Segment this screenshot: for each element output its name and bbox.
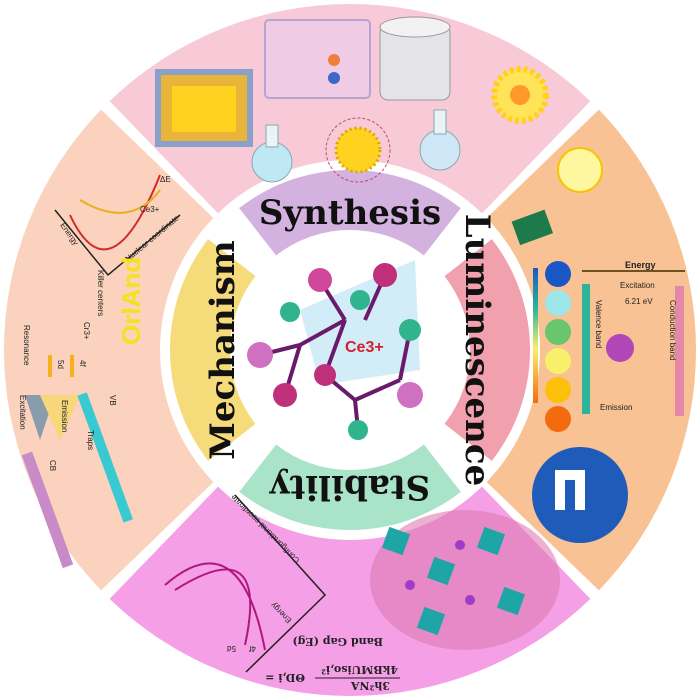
microwave-icon [264, 19, 371, 99]
ce-ion-icon [606, 334, 634, 362]
section-label-luminescence: Luminescence [457, 214, 497, 486]
resonance-label: Resonance [22, 325, 31, 366]
lum-energy-label: Energy [625, 260, 656, 270]
plant-pot-icon [511, 209, 554, 246]
debye-formula-numerator: 3h²NA [350, 679, 390, 692]
section-label-stability: Stability [269, 467, 431, 507]
cb-label: CB [48, 460, 57, 471]
conduction-band-label: Conduction band [668, 300, 677, 361]
synthesis-illustrations [155, 16, 549, 183]
valence-band [582, 284, 590, 414]
mech-ce-label: Ce3+ [140, 205, 160, 214]
mech-4f-label: 4f [78, 360, 87, 367]
ring-segment-stability [239, 444, 461, 530]
panel-top [109, 3, 591, 214]
section-label-mechanism: Mechanism [203, 240, 243, 459]
furnace-chamber [172, 86, 236, 132]
color-scale [533, 268, 538, 403]
conduction-band [675, 286, 684, 416]
debye-formula-denominator: 4kBMUiso,i² [321, 663, 398, 676]
flask-icon [251, 141, 293, 183]
cb-band [21, 451, 74, 569]
ring-segment-luminescence [444, 239, 531, 461]
luminescence-illustrations: Energy Valence band Conduction band Exci… [511, 147, 685, 543]
lum-excitation-label: Excitation [620, 281, 655, 290]
vb-label: VB [108, 395, 117, 406]
ring-segment-synthesis [239, 169, 461, 256]
panel-left [3, 109, 214, 591]
killer-centers-label: Killer centers [96, 270, 105, 316]
orland-label: OrlAnd [116, 257, 146, 345]
cfl-lamp-icon [555, 470, 585, 510]
mech-5d-label: 5d [56, 360, 65, 369]
cr-label: Cr3+ [82, 322, 91, 340]
mech-excitation-label: Excitation [18, 395, 27, 430]
mech-emission-label: Emission [60, 400, 69, 432]
ce-ion-label: Ce3+ [345, 339, 384, 356]
delta-e-label: ΔE [160, 175, 171, 184]
band-gap-label: Band Gap (Eg) [293, 635, 383, 648]
ce-complex-molecule: Ce3+ [247, 260, 423, 440]
light-bulb-icon [557, 147, 603, 193]
valence-band-label: Valence band [594, 300, 603, 348]
flask-icon [419, 129, 461, 171]
section-label-synthesis: Synthesis [259, 193, 441, 233]
mechanism-illustrations: Energy Nuclear coordinate Ce3+ ΔE Killer… [18, 174, 181, 569]
nanoparticles-icon [325, 117, 391, 183]
stab-4f-label: 4f [249, 644, 256, 653]
crystal-structure [370, 510, 560, 650]
stab-5d-label: 5d [227, 644, 236, 653]
traps-label: Traps [86, 430, 95, 450]
ring-segment-mechanism [170, 239, 256, 461]
lum-emission-label: Emission [600, 403, 632, 412]
vb-band [77, 392, 133, 523]
energy-value: 6.21 eV [625, 297, 653, 306]
debye-formula-lhs: ΘD,i = [265, 671, 305, 684]
